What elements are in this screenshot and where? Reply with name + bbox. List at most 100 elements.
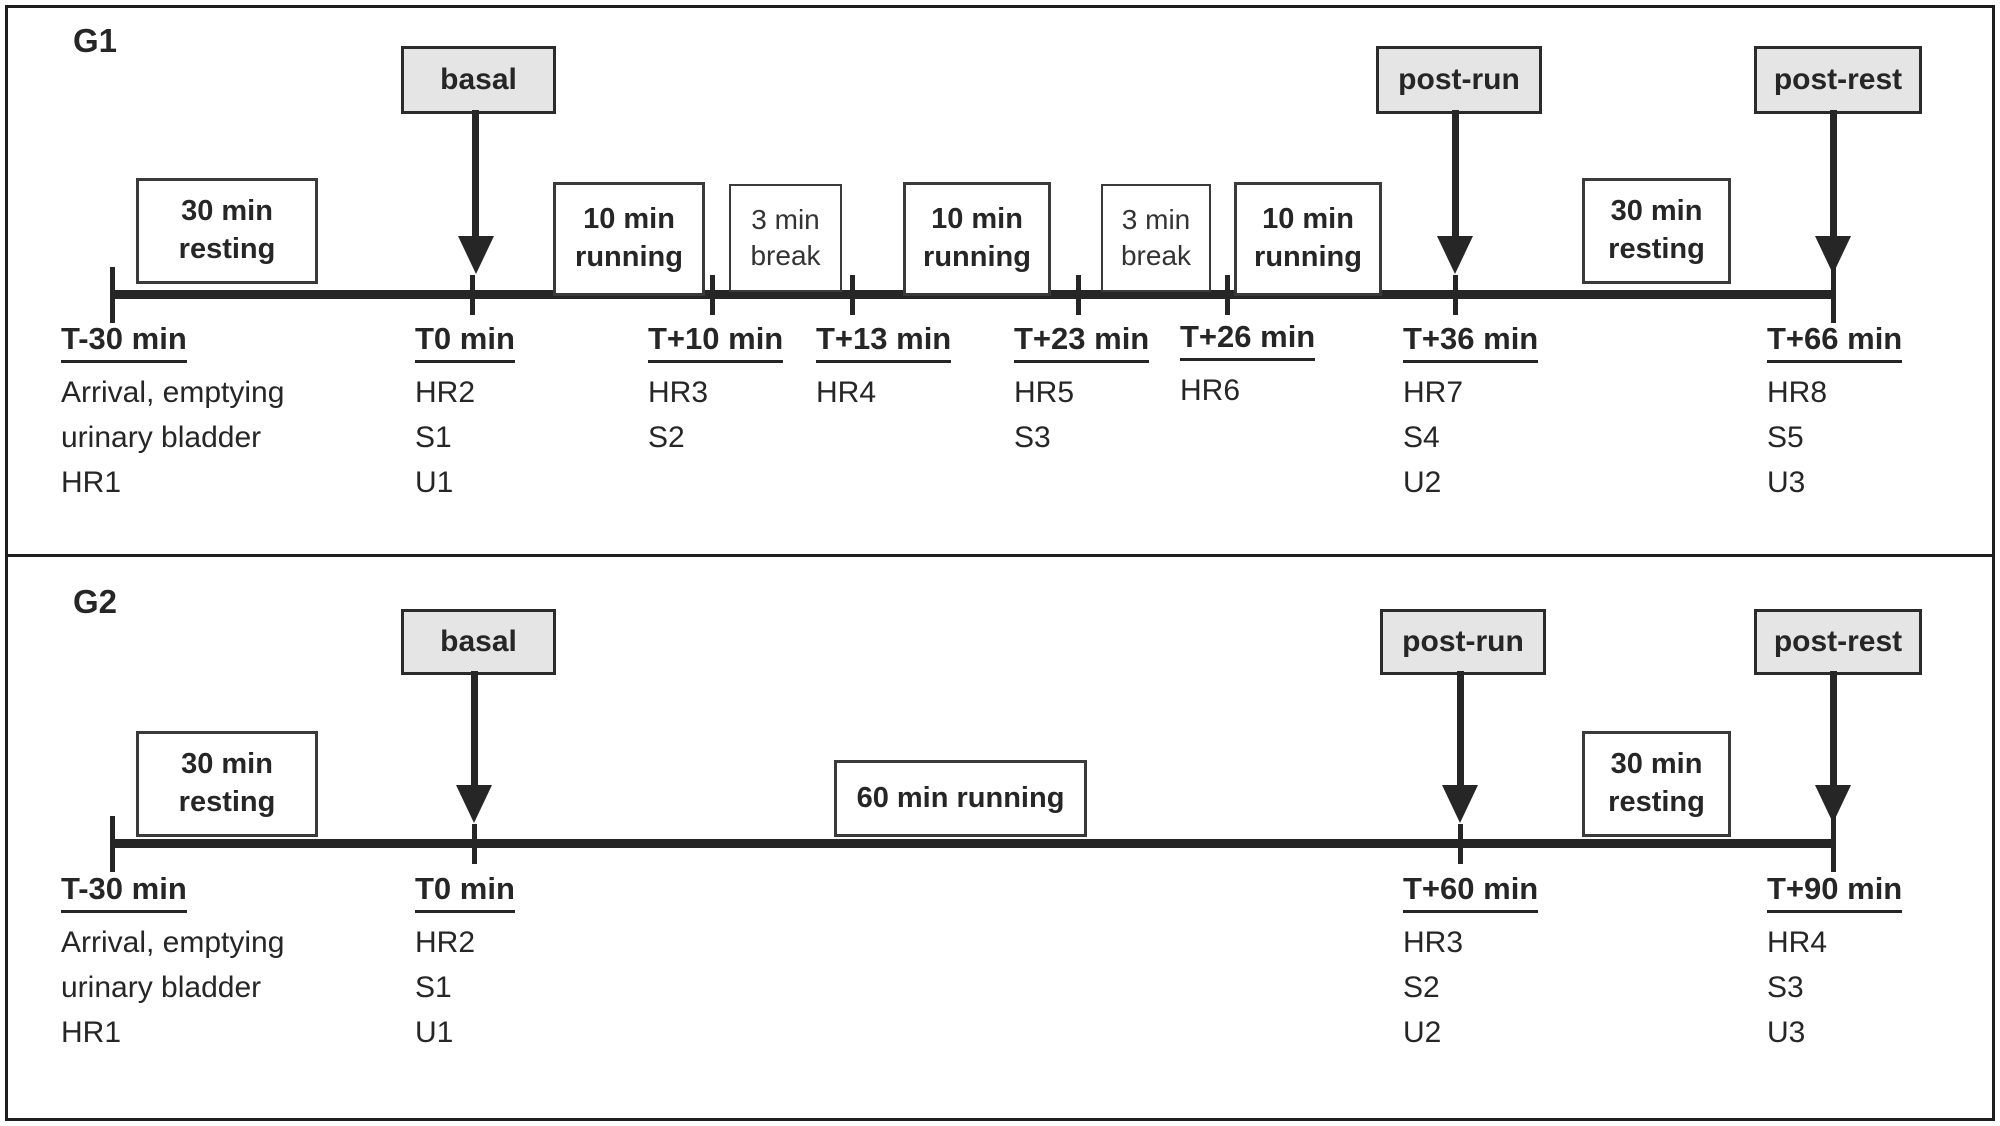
sample-box-post-run: post-run <box>1380 609 1546 675</box>
activity-box-line: resting <box>1608 233 1705 265</box>
timepoint-time: T+10 min <box>648 321 784 363</box>
timepoint-time: T+36 min <box>1403 321 1539 363</box>
timepoint-line: S4 <box>1403 421 1440 454</box>
timepoint-line: HR4 <box>1767 926 1828 959</box>
timepoint-line: S3 <box>1014 421 1051 454</box>
activity-box-line: running <box>575 241 683 273</box>
activity-box-line: resting <box>178 233 276 265</box>
sample-box-label: post-run <box>1398 63 1520 96</box>
timepoint-t90: T+90 min HR4 S3 U3 <box>1767 871 1903 1055</box>
activity-box-line: 3 min <box>1121 203 1191 235</box>
timepoint-line: Arrival, emptying <box>61 926 285 959</box>
activity-box-running-60: 60 min running <box>834 760 1087 837</box>
timepoint-t10: T+10 min HR3 S2 <box>648 321 784 460</box>
timepoint-line: urinary bladder <box>61 421 262 454</box>
activity-box-line: 10 min <box>583 203 675 236</box>
activity-box-resting-1: 30 min resting <box>136 731 318 837</box>
timepoint-line: HR2 <box>415 376 476 409</box>
timeline-tick <box>1075 275 1081 315</box>
timeline-tick <box>469 275 475 315</box>
timepoint-time: T0 min <box>415 321 515 363</box>
timepoint-t66: T+66 min HR8 S5 U3 <box>1767 321 1903 505</box>
sample-box-basal: basal <box>401 46 556 114</box>
timepoint-line: U2 <box>1403 1016 1442 1049</box>
sample-box-basal: basal <box>401 609 556 675</box>
timepoint-line: U2 <box>1403 466 1442 499</box>
activity-box-line: resting <box>1608 786 1705 818</box>
activity-box-resting-2: 30 min resting <box>1582 178 1731 284</box>
timepoint-line: S1 <box>415 421 452 454</box>
timepoint-time: T+60 min <box>1403 871 1539 913</box>
timepoint-t60: T+60 min HR3 S2 U2 <box>1403 871 1539 1055</box>
activity-box-line: break <box>750 240 821 271</box>
timepoint-t0: T0 min HR2 S1 U1 <box>415 871 515 1055</box>
timepoint-line: HR1 <box>61 1016 122 1049</box>
timepoint-line: Arrival, emptying <box>61 376 285 409</box>
timepoint-line: S3 <box>1767 971 1804 1004</box>
timeline <box>112 839 1833 848</box>
timepoint-line: U1 <box>415 466 454 499</box>
timepoint-line: HR3 <box>648 376 709 409</box>
timepoint-line: U3 <box>1767 1016 1806 1049</box>
timepoint-line: HR3 <box>1403 926 1464 959</box>
timepoint-t-30: T-30 min Arrival, emptying urinary bladd… <box>61 321 284 505</box>
timepoint-line: HR1 <box>61 466 122 499</box>
activity-box-line: running <box>1254 241 1362 273</box>
timepoint-line: U1 <box>415 1016 454 1049</box>
sample-box-label: basal <box>440 63 517 96</box>
timepoint-line: HR8 <box>1767 376 1828 409</box>
timepoint-line: U3 <box>1767 466 1806 499</box>
timepoint-line: urinary bladder <box>61 971 262 1004</box>
sample-box-post-rest: post-rest <box>1754 609 1922 675</box>
timepoint-time: T+23 min <box>1014 321 1150 363</box>
timepoint-time: T0 min <box>415 871 515 913</box>
activity-box-line: 30 min <box>1610 748 1703 781</box>
activity-box-line: break <box>1120 240 1192 271</box>
activity-box-line: 10 min <box>931 203 1023 236</box>
timepoint-t23: T+23 min HR5 S3 <box>1014 321 1150 460</box>
timepoint-line: HR6 <box>1180 374 1241 407</box>
timepoint-t13: T+13 min HR4 <box>816 321 952 415</box>
timepoint-time: T-30 min <box>61 321 187 363</box>
timepoint-t-30: T-30 min Arrival, emptying urinary bladd… <box>61 871 284 1055</box>
timepoint-line: HR5 <box>1014 376 1075 409</box>
activity-box-running-2: 10 min running <box>903 182 1051 296</box>
timepoint-line: S2 <box>1403 971 1440 1004</box>
timepoint-line: HR4 <box>816 376 877 409</box>
timeline-tick <box>849 275 855 315</box>
activity-box-line: 3 min <box>751 203 820 235</box>
activity-box-line: 60 min running <box>856 781 1065 814</box>
timepoint-time: T+90 min <box>1767 871 1903 913</box>
timeline-tick <box>109 267 115 323</box>
panel-g1: G1 30 min resting 10 min running 3 min b… <box>5 5 1995 557</box>
activity-box-line: running <box>923 241 1031 273</box>
timepoint-line: S2 <box>648 421 685 454</box>
activity-box-break-1: 3 min break <box>729 184 842 292</box>
activity-box-line: 30 min <box>181 748 273 781</box>
group-label-g1: G1 <box>73 22 118 59</box>
timeline-tick <box>1224 275 1230 315</box>
sample-box-post-rest: post-rest <box>1754 46 1922 114</box>
timepoint-t0: T0 min HR2 S1 U1 <box>415 321 515 505</box>
activity-box-running-1: 10 min running <box>553 182 705 296</box>
sample-box-label: post-rest <box>1773 63 1903 96</box>
timeline-tick <box>1830 267 1836 323</box>
sample-box-post-run: post-run <box>1376 46 1542 114</box>
timepoint-time: T-30 min <box>61 871 187 913</box>
timeline-tick <box>1830 816 1836 872</box>
timepoint-line: S1 <box>415 971 452 1004</box>
sample-box-label: post-run <box>1402 625 1524 658</box>
timepoint-t26: T+26 min HR6 <box>1180 319 1316 413</box>
timepoint-line: HR2 <box>415 926 476 959</box>
activity-box-break-2: 3 min break <box>1101 184 1211 292</box>
timeline-tick <box>709 275 715 315</box>
activity-box-running-3: 10 min running <box>1234 182 1382 296</box>
timepoint-line: S5 <box>1767 421 1804 454</box>
activity-box-line: resting <box>178 786 276 818</box>
activity-box-line: 30 min <box>1610 195 1703 228</box>
timepoint-time: T+13 min <box>816 321 952 363</box>
activity-box-resting-1: 30 min resting <box>136 178 318 284</box>
activity-box-resting-2: 30 min resting <box>1582 731 1731 837</box>
timepoint-time: T+66 min <box>1767 321 1903 363</box>
